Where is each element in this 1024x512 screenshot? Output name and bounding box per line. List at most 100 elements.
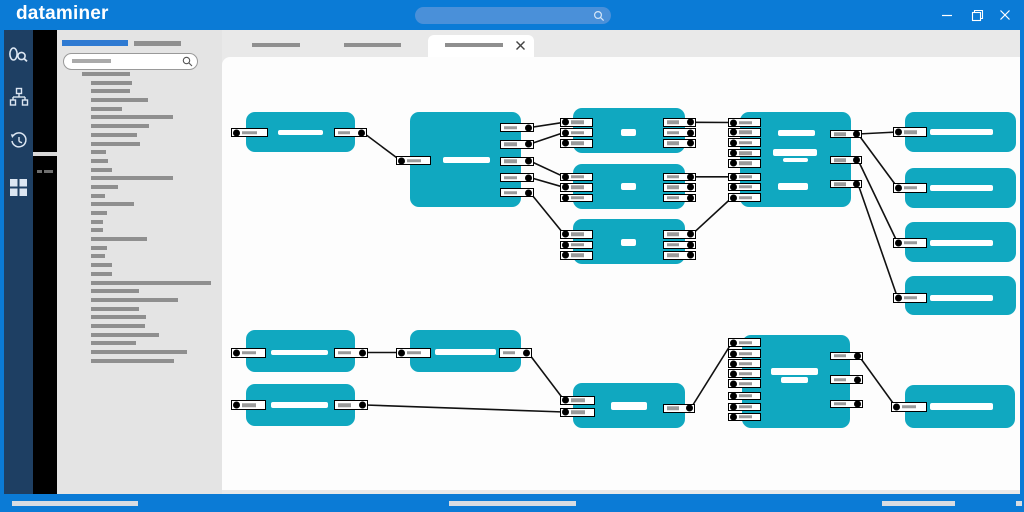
global-search-input[interactable] [415, 7, 611, 24]
tree-item[interactable] [91, 315, 146, 320]
output-port[interactable] [334, 400, 368, 410]
close-icon[interactable] [515, 40, 526, 51]
close-button[interactable] [994, 4, 1016, 26]
input-port[interactable] [728, 172, 761, 181]
panel-search-input[interactable] [63, 53, 198, 70]
tree-item[interactable] [91, 176, 173, 181]
tree-item[interactable] [91, 98, 148, 103]
tree-item[interactable] [91, 263, 112, 268]
tree-item[interactable] [91, 219, 103, 224]
tree-item[interactable] [91, 202, 134, 207]
input-port[interactable] [728, 182, 761, 191]
output-port[interactable] [663, 183, 696, 192]
input-port[interactable] [231, 128, 268, 137]
input-port[interactable] [560, 118, 593, 127]
panel-tab-active[interactable] [62, 40, 128, 46]
input-port[interactable] [728, 118, 761, 127]
tab-active[interactable] [428, 35, 534, 57]
output-port[interactable] [334, 347, 368, 358]
output-port[interactable] [663, 193, 696, 202]
tree-item[interactable] [91, 245, 107, 250]
tree-item[interactable] [91, 141, 140, 146]
input-port[interactable] [560, 193, 593, 202]
minimize-button[interactable] [936, 4, 958, 26]
output-port[interactable] [500, 188, 534, 197]
input-port[interactable] [231, 347, 266, 358]
tree-item[interactable] [91, 228, 103, 233]
tree-item[interactable] [91, 150, 106, 155]
output-port[interactable] [663, 230, 696, 239]
output-port[interactable] [830, 399, 863, 408]
collapsed-secondary-panel[interactable] [33, 30, 57, 494]
tree-item[interactable] [91, 89, 130, 94]
tree-item[interactable] [91, 193, 105, 198]
output-port[interactable] [500, 123, 534, 132]
tree-item[interactable] [91, 280, 211, 285]
input-port[interactable] [728, 379, 761, 388]
tab-inactive[interactable] [252, 43, 300, 47]
output-port[interactable] [500, 156, 534, 166]
tree-item[interactable] [91, 211, 107, 215]
tree-item[interactable] [91, 106, 122, 111]
tree-item[interactable] [91, 132, 137, 137]
output-port[interactable] [830, 351, 863, 361]
input-port[interactable] [560, 407, 595, 417]
input-port[interactable] [728, 412, 761, 422]
tree-item[interactable] [91, 237, 147, 242]
tree-item[interactable] [91, 297, 178, 302]
input-port[interactable] [560, 395, 595, 405]
input-port[interactable] [893, 292, 927, 303]
output-port[interactable] [663, 251, 696, 260]
tree-item[interactable] [91, 254, 105, 259]
input-port[interactable] [893, 237, 927, 248]
output-port[interactable] [663, 118, 696, 127]
tree-item[interactable] [91, 341, 136, 346]
input-port[interactable] [560, 240, 593, 249]
input-port[interactable] [728, 193, 761, 202]
output-port[interactable] [663, 172, 696, 181]
tree-item[interactable] [91, 289, 139, 294]
input-port[interactable] [728, 391, 761, 401]
graph-canvas[interactable] [222, 57, 1020, 490]
output-port[interactable] [663, 403, 695, 413]
input-port[interactable] [560, 172, 593, 181]
sidebar-item-history[interactable] [4, 126, 33, 156]
input-port[interactable] [728, 349, 761, 358]
sidebar-item-dashboard[interactable] [4, 172, 33, 202]
input-port[interactable] [560, 139, 593, 148]
tree-item[interactable] [91, 271, 112, 276]
restore-button[interactable] [966, 4, 988, 26]
tree-item[interactable] [91, 167, 112, 172]
output-port[interactable] [830, 375, 863, 384]
output-port[interactable] [663, 240, 696, 249]
input-port[interactable] [728, 128, 761, 137]
input-port[interactable] [891, 401, 927, 412]
output-port[interactable] [830, 155, 862, 165]
input-port[interactable] [728, 402, 761, 412]
input-port[interactable] [396, 156, 431, 165]
input-port[interactable] [728, 369, 761, 378]
tree-item[interactable] [91, 115, 173, 120]
input-port[interactable] [728, 338, 761, 347]
tree-item[interactable] [91, 350, 187, 354]
input-port[interactable] [560, 183, 593, 192]
tree-item[interactable] [91, 124, 149, 129]
input-port[interactable] [728, 148, 761, 158]
output-port[interactable] [500, 173, 534, 182]
tree-item[interactable] [91, 158, 108, 163]
input-port[interactable] [728, 138, 761, 147]
tree-item[interactable] [91, 80, 132, 85]
output-port[interactable] [663, 139, 696, 148]
input-port[interactable] [560, 251, 593, 260]
tree-item[interactable] [91, 358, 174, 363]
output-port[interactable] [830, 179, 862, 189]
input-port[interactable] [728, 359, 761, 368]
tree-item[interactable] [91, 323, 145, 328]
panel-tab-inactive[interactable] [134, 41, 181, 46]
tree-item[interactable] [82, 72, 130, 76]
output-port[interactable] [499, 347, 532, 358]
output-port[interactable] [500, 139, 534, 149]
tab-inactive[interactable] [344, 43, 401, 47]
output-port[interactable] [663, 128, 696, 137]
input-port[interactable] [728, 159, 761, 168]
